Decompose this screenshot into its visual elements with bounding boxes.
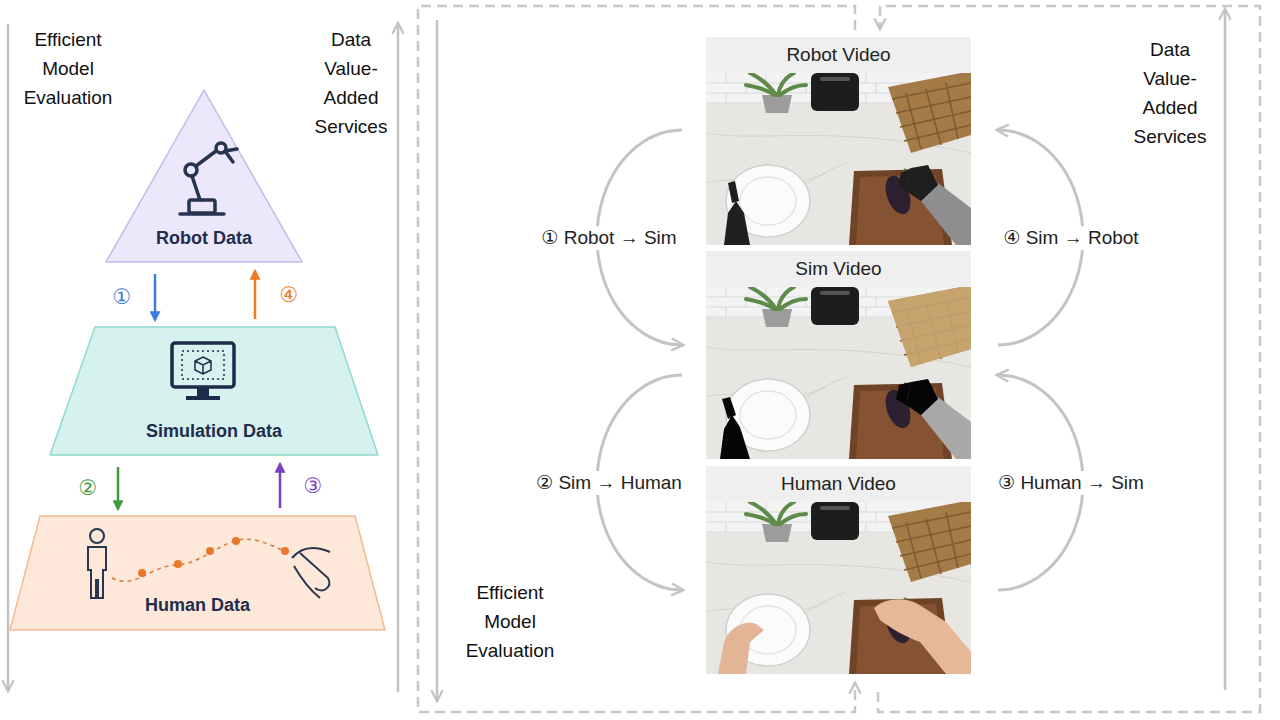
monitor-icon xyxy=(172,343,234,387)
long-flow-arrow xyxy=(8,10,1225,700)
human-icon xyxy=(90,529,104,543)
data-layer-shape: Robot Data xyxy=(106,90,302,262)
shape-outline xyxy=(50,327,378,455)
transfer-label: ③ Human → Sim xyxy=(995,471,1147,495)
flow-arrow xyxy=(254,271,257,319)
human-icon xyxy=(281,547,289,555)
robot-arm-icon xyxy=(189,200,215,213)
video-panel: Robot Video xyxy=(706,37,971,245)
sim-video-frame xyxy=(888,287,971,367)
flow-label: Efficient Model Evaluation xyxy=(13,25,123,112)
long-flow-arrow xyxy=(397,24,400,692)
human-icon xyxy=(174,560,182,568)
shape-outline xyxy=(106,90,302,262)
flow-label: Data Value-Added Services xyxy=(1130,35,1210,151)
human-video-frame xyxy=(874,599,971,674)
sim-video-frame xyxy=(706,287,971,459)
robot-arm-icon xyxy=(180,212,224,216)
human-icon xyxy=(88,547,106,598)
robot-arm-icon xyxy=(196,151,216,166)
data-layer-shape: Human Data xyxy=(10,516,385,630)
sim-video-frame xyxy=(906,379,938,415)
video-panel: Human Video xyxy=(706,466,971,674)
long-flow-arrow xyxy=(1224,10,1227,690)
robot-video-frame xyxy=(921,183,971,245)
robot-video-frame xyxy=(706,73,971,245)
callout-number: ④ xyxy=(277,283,302,307)
human-video-frame xyxy=(718,623,764,674)
transfer-label: ④ Sim → Robot xyxy=(1000,226,1141,250)
dashed-loop xyxy=(418,6,1260,712)
transfer-label: ② Sim → Human xyxy=(533,471,685,495)
callout-number: ① xyxy=(110,285,135,309)
data-layer-shape: Simulation Data xyxy=(50,327,378,455)
flow-label: Efficient Model Evaluation xyxy=(455,578,565,665)
monitor-icon xyxy=(197,387,209,396)
monitor-icon xyxy=(195,357,211,374)
panel-title: Human Video xyxy=(706,466,971,502)
video-panel: Sim Video xyxy=(706,251,971,459)
human-video-frame xyxy=(706,502,971,674)
dashed-loop xyxy=(878,6,1260,712)
callout-number: ③ xyxy=(301,474,326,498)
shape-outline xyxy=(10,516,385,630)
flow-arrow xyxy=(154,274,157,320)
sim-video-frame xyxy=(722,397,736,419)
long-flow-arrow xyxy=(7,24,10,690)
human-icon xyxy=(232,537,240,545)
monitor-icon xyxy=(172,343,234,400)
robot-arm-icon xyxy=(216,143,226,153)
robot-video-frame xyxy=(706,73,971,245)
human-icon xyxy=(112,539,288,581)
robot-video-frame xyxy=(898,168,911,191)
robot-arm-icon xyxy=(185,164,197,176)
panel-title: Sim Video xyxy=(706,251,971,287)
monitor-icon xyxy=(186,396,220,400)
flow-label: Data Value-Added Services xyxy=(311,25,391,141)
layer-title: Simulation Data xyxy=(50,419,378,443)
human-icon xyxy=(206,547,214,555)
robot-arm-icon xyxy=(192,176,200,200)
human-video-frame xyxy=(706,502,971,674)
robot-arm-icon xyxy=(180,143,237,214)
human-icon xyxy=(138,569,146,577)
sim-video-frame xyxy=(706,287,971,459)
flow-arrow xyxy=(279,464,282,508)
sim-video-frame xyxy=(896,382,911,405)
long-flow-arrow xyxy=(436,20,439,700)
transfer-label: ① Robot → Sim xyxy=(538,226,679,250)
robot-arm-icon xyxy=(225,149,237,162)
layer-title: Robot Data xyxy=(106,226,302,250)
human-icon xyxy=(292,548,330,598)
flow-arrow xyxy=(117,467,120,509)
sim-video-frame xyxy=(921,397,971,459)
sim-video-frame xyxy=(720,415,750,459)
callout-number: ② xyxy=(76,476,101,500)
panel-title: Robot Video xyxy=(706,37,971,73)
human-icon xyxy=(88,529,330,598)
dashed-loop xyxy=(418,6,855,712)
robot-video-frame xyxy=(728,181,739,203)
robot-video-frame xyxy=(906,165,938,201)
layer-title: Human Data xyxy=(10,593,385,617)
robot-video-frame xyxy=(724,201,750,245)
monitor-icon xyxy=(182,351,224,379)
